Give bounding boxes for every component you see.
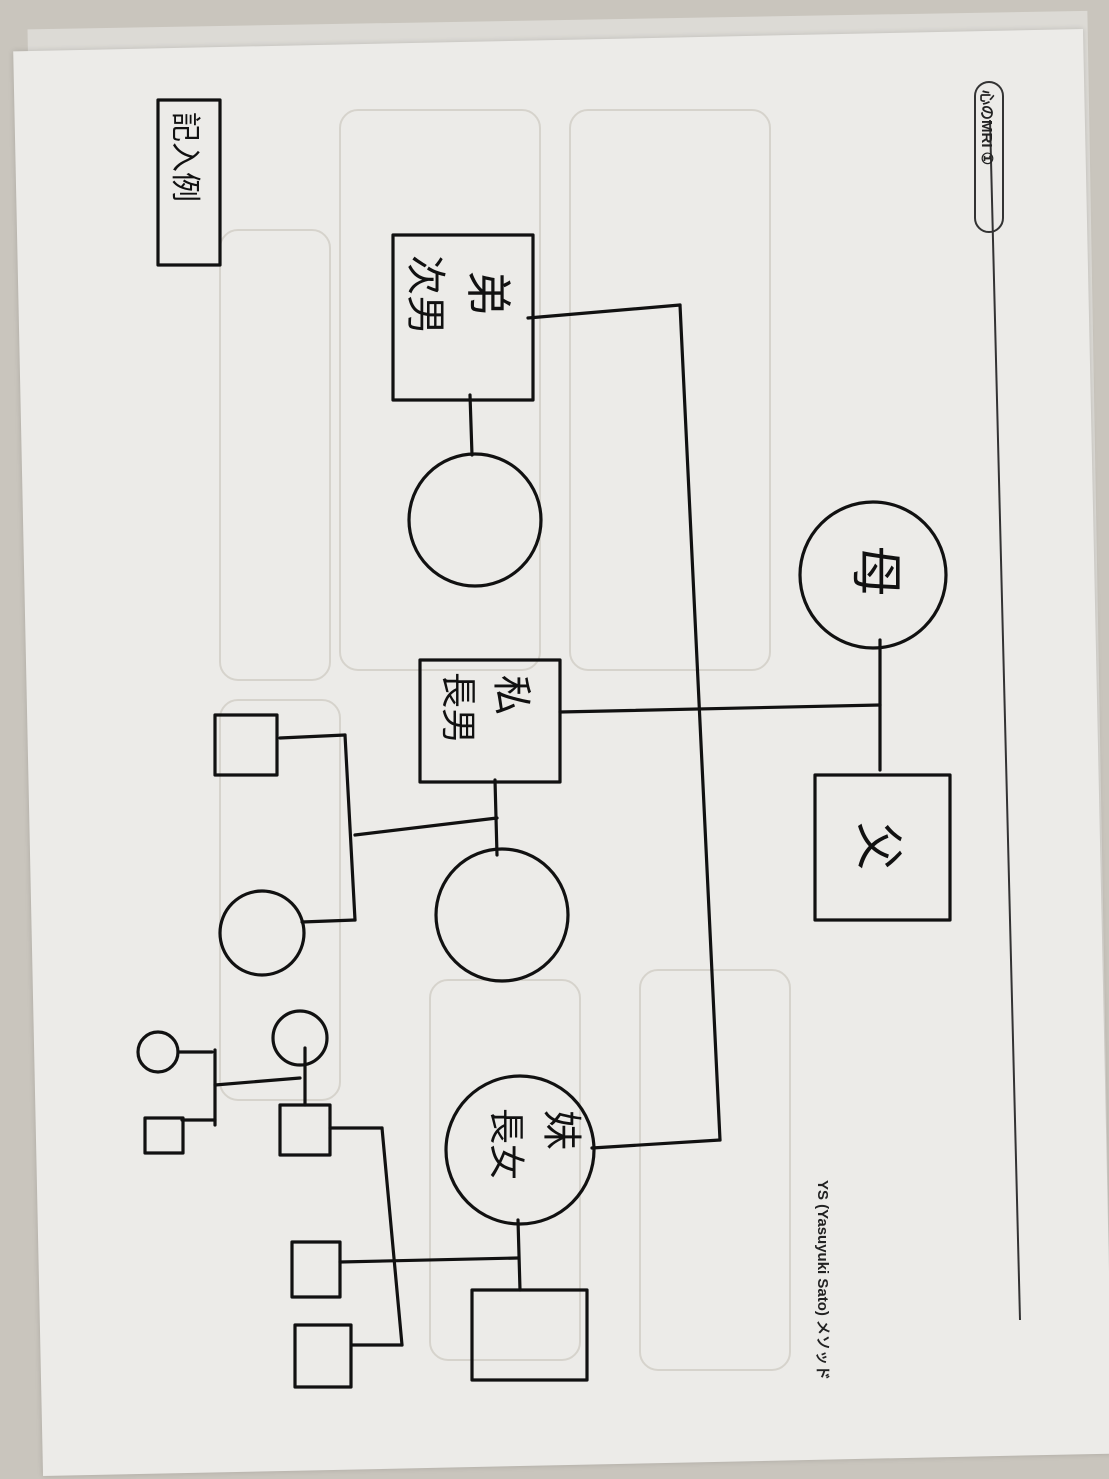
ghost-box <box>219 699 341 1101</box>
brother-label-1: 弟 <box>461 270 515 316</box>
member-great-grandchild-circle <box>136 1030 180 1074</box>
sister-spouse-line <box>516 1218 522 1292</box>
self-label-2: 長男 <box>437 672 478 744</box>
sister-children-vertical <box>380 1126 404 1347</box>
child-son-top <box>278 733 347 740</box>
great-grandchild-square-symbol <box>143 1116 185 1155</box>
sister-connector <box>590 1138 722 1150</box>
header-rule <box>989 119 1021 1321</box>
sheet-header: 心のMRI ① <box>974 81 1021 1321</box>
grandchild-square-symbol <box>278 1103 332 1157</box>
member-mother: 母 <box>798 500 948 650</box>
sister-label-1: 妹 <box>538 1110 584 1150</box>
member-self-son <box>213 713 279 777</box>
grandchild-circle-symbol <box>271 1009 329 1067</box>
member-sister-child-1 <box>290 1240 342 1299</box>
child-daughter-link <box>300 918 357 924</box>
ghost-box <box>219 229 331 681</box>
member-self-daughter <box>218 889 306 977</box>
self-symbol <box>418 658 562 784</box>
mother-label: 母 <box>845 545 905 597</box>
sister-children-bar <box>338 1256 520 1264</box>
father-symbol <box>813 773 952 922</box>
ghost-box <box>569 109 771 671</box>
sister-child-1-symbol <box>290 1240 342 1299</box>
brother-spouse-line <box>468 393 474 457</box>
member-brother-spouse <box>407 452 543 588</box>
mother-symbol <box>798 500 948 650</box>
sister-spouse-symbol <box>470 1288 589 1382</box>
self-spouse-symbol <box>434 847 570 983</box>
self-label-1: 私 <box>488 675 534 715</box>
brother-label-2: 次男 <box>402 255 448 335</box>
member-sister-spouse <box>470 1288 589 1382</box>
connector-lines <box>176 303 882 1347</box>
member-self-spouse <box>434 847 570 983</box>
ghost-box <box>339 109 541 671</box>
sheet-title: 心のMRI ① <box>978 90 995 165</box>
father-label: 父 <box>850 822 906 870</box>
sister-label-2: 長女 <box>485 1108 526 1180</box>
member-father: 父 <box>813 773 952 922</box>
sister-child-2-symbol <box>293 1323 353 1389</box>
example-label-box: 記入例 <box>156 98 222 267</box>
member-grandchild-square <box>278 1103 332 1157</box>
self-children-bar <box>353 816 499 837</box>
great-grandchild-circle-symbol <box>136 1030 180 1074</box>
brother-connector <box>526 303 682 320</box>
self-children-vertical <box>343 733 357 922</box>
grandchild-bar <box>213 1076 302 1087</box>
example-label: 記入例 <box>167 112 202 202</box>
member-brother: 弟 次男 <box>391 233 535 402</box>
parents-couple-line <box>558 703 882 714</box>
member-great-grandchild-square <box>143 1116 185 1155</box>
brother-spouse-symbol <box>407 452 543 588</box>
ghost-box <box>639 969 791 1371</box>
member-self: 私 長男 <box>418 658 562 784</box>
brother-symbol <box>391 233 535 402</box>
son-symbol <box>213 713 279 777</box>
daughter-symbol <box>218 889 306 977</box>
example-frame <box>156 98 222 267</box>
footer-credit: YS (Yasuyuki Sato) メソッド <box>814 1180 831 1380</box>
printed-background <box>219 109 791 1371</box>
member-grandchild-circle <box>271 1009 329 1067</box>
sister-symbol <box>444 1074 596 1226</box>
title-pill <box>974 81 1004 233</box>
member-sister: 妹 長女 <box>444 1074 596 1226</box>
sibling-line <box>678 303 722 1142</box>
member-sister-child-2 <box>293 1323 353 1389</box>
